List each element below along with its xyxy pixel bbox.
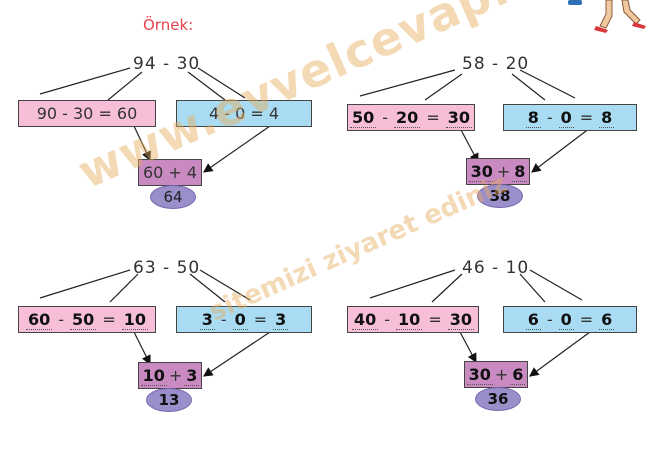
problem-3-result[interactable]: 13 [146,388,192,412]
problem-4-sum-ones[interactable]: 6 [510,364,526,385]
problem-3-sum-tens[interactable]: 10 [140,365,167,386]
problem-1-ones-box: 4 - 0 = 4 [176,100,312,127]
problem-4-ones-minuend[interactable]: 6 [525,309,541,330]
problem-2-tens-subtrahend[interactable]: 20 [394,107,421,128]
problem-3-ones-minuend[interactable]: 3 [199,309,215,330]
problem-4-sum-tens[interactable]: 30 [466,364,493,385]
problem-4-tens-subtrahend[interactable]: 10 [396,309,423,330]
problem-2-ones-box: 8- 0= 8 [503,104,637,131]
problem-3-ones-box: 3- 0= 3 [176,306,312,333]
problem-3-ones-difference[interactable]: 3 [273,309,289,330]
problem-3-ones-subtrahend[interactable]: 0 [232,309,248,330]
problem-2-ones-minuend[interactable]: 8 [525,107,541,128]
problem-4-ones-box: 6- 0= 6 [503,306,637,333]
problem-1-result: 64 [150,185,196,209]
problem-4-sum-box: 30+ 6 [464,361,528,388]
problem-4-tens-minuend[interactable]: 40 [352,309,379,330]
problem-4-ones-difference[interactable]: 6 [599,309,615,330]
problem-2-sum-ones[interactable]: 8 [512,161,528,182]
problem-2-ones-subtrahend[interactable]: 0 [558,107,574,128]
problem-2-result[interactable]: 38 [477,184,523,208]
problem-2-tens-difference[interactable]: 30 [445,107,472,128]
example-heading: Örnek: [143,16,194,34]
problem-1-expression: 94 - 30 [133,54,201,74]
problem-2-sum-box: 30+ 8 [466,158,530,185]
problem-2-tens-box: 50- 20= 30 [347,104,475,131]
problem-3-expression: 63 - 50 [133,258,201,278]
problem-3-tens-subtrahend[interactable]: 50 [70,309,97,330]
problem-1-tens-box: 90 - 30 = 60 [18,100,156,127]
problem-3-sum-ones[interactable]: 3 [184,365,200,386]
problem-4-expression: 46 - 10 [462,258,530,278]
problem-4-tens-difference[interactable]: 30 [447,309,474,330]
problem-4-tens-box: 40- 10= 30 [347,306,479,333]
problem-4-ones-subtrahend[interactable]: 0 [558,309,574,330]
problem-2-ones-difference[interactable]: 8 [599,107,615,128]
problem-2-tens-minuend[interactable]: 50 [350,107,377,128]
problem-3-tens-difference[interactable]: 10 [121,309,148,330]
problem-3-tens-box: 60- 50= 10 [18,306,156,333]
problem-2-expression: 58 - 20 [462,54,530,74]
problem-2-sum-tens[interactable]: 30 [468,161,495,182]
cartoon-character-icon [568,0,646,33]
problem-1-sum-box: 60 + 4 [138,159,202,186]
problem-3-tens-minuend[interactable]: 60 [26,309,53,330]
problem-4-result[interactable]: 36 [475,387,521,411]
problem-3-sum-box: 10+ 3 [138,362,202,389]
